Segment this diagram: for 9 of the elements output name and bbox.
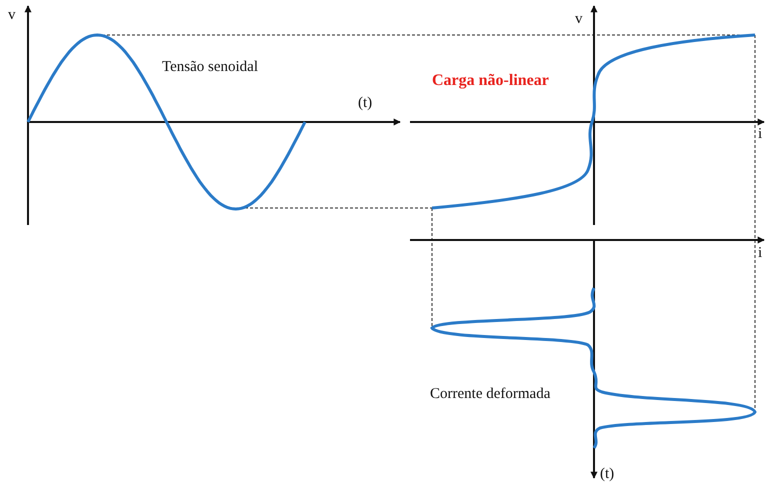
curve-label: Carga não-linear [432, 73, 549, 89]
axis-label: i [758, 127, 762, 142]
axis-label: (t) [358, 96, 372, 111]
axis-label: i [758, 246, 762, 261]
curve-label: Tensão senoidal [162, 60, 258, 75]
axis-label: v [8, 8, 16, 23]
axis-label: v [575, 12, 582, 27]
axis-label: (t) [600, 467, 614, 482]
curve-label: Corrente deformada [430, 387, 550, 402]
